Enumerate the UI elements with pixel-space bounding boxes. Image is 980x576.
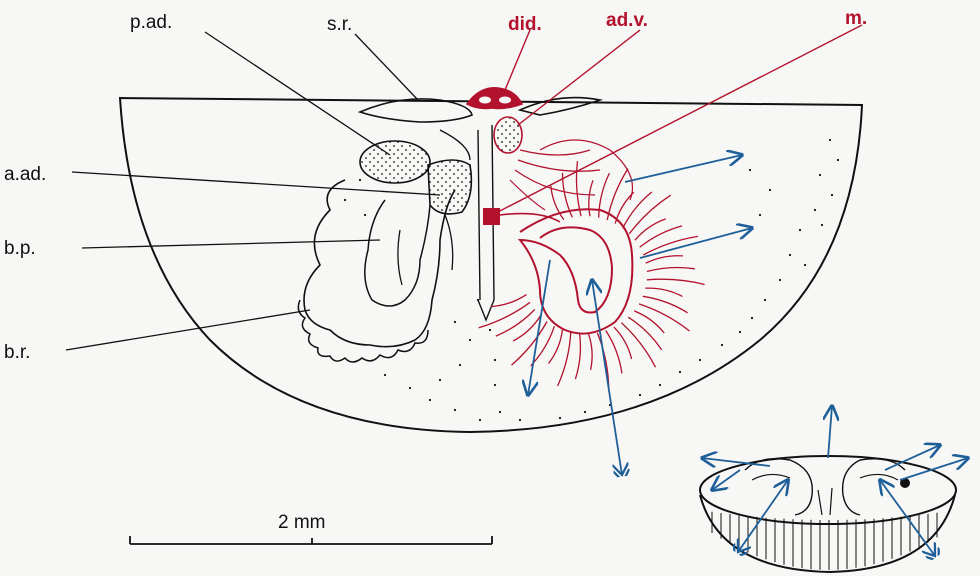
filament: [623, 192, 652, 228]
label-b-p: b.p.: [4, 238, 36, 259]
shell-stipple: [344, 139, 839, 421]
label-p-ad: p.ad.: [130, 12, 172, 33]
filament: [607, 169, 628, 220]
lophophore: [520, 209, 632, 333]
scale-bar: [130, 536, 492, 544]
filament: [589, 334, 593, 370]
filament: [512, 322, 548, 366]
filament: [634, 311, 664, 333]
label-s-r: s.r.: [327, 14, 352, 35]
label-m: m.: [845, 8, 867, 29]
filament: [589, 180, 593, 216]
adductor-ventral: [494, 117, 522, 153]
filament: [647, 279, 705, 284]
shell-outline: [120, 98, 862, 432]
socket-ridge-right: [520, 98, 600, 115]
leader-lines: [66, 32, 440, 350]
mouth-marker: [483, 208, 500, 225]
filament: [646, 256, 683, 263]
label-a-ad: a.ad.: [4, 164, 46, 185]
scale-bar-label: 2 mm: [278, 512, 326, 533]
brachial-ridge: [298, 300, 428, 362]
label-b-r: b.r.: [4, 342, 30, 363]
filament: [479, 302, 530, 328]
filament: [647, 267, 695, 271]
filament: [575, 334, 580, 379]
filament: [606, 331, 622, 374]
filament: [629, 195, 670, 234]
label-did: did.: [508, 14, 542, 35]
filament: [628, 317, 662, 350]
label-ad-v: ad.v.: [606, 10, 648, 31]
filament: [614, 327, 632, 359]
anterior-adductor: [428, 160, 471, 214]
filament: [558, 332, 571, 386]
diductor-muscle: [467, 88, 522, 109]
filament: [496, 310, 535, 337]
socket-ridge-left: [360, 99, 472, 122]
filament: [643, 296, 688, 313]
filament: [645, 288, 682, 296]
red-leader-lines: [492, 25, 862, 215]
posterior-adductor: [360, 141, 430, 183]
filament: [491, 295, 527, 307]
